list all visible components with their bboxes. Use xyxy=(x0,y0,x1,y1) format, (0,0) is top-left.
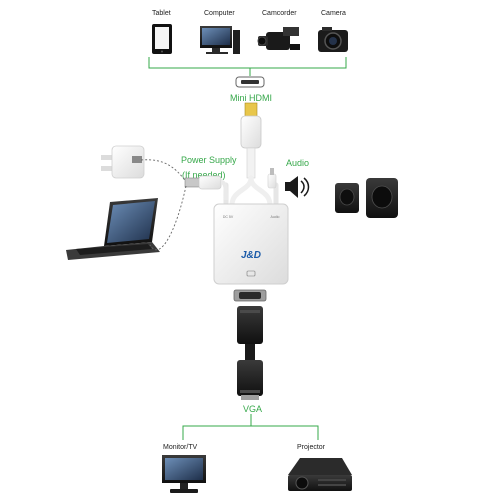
vga-port-icon xyxy=(233,289,267,302)
power-supply-label: Power Supply xyxy=(181,155,237,165)
camcorder-icon xyxy=(257,27,300,50)
tablet-label: Tablet xyxy=(152,10,171,17)
speaker-sound-icon xyxy=(285,176,310,198)
desktop-computer-icon xyxy=(200,26,240,54)
camera-label: Camera xyxy=(321,10,346,17)
if-needed-label: (If needed) xyxy=(182,170,226,180)
tablet-icon xyxy=(152,24,172,54)
vga-cable xyxy=(237,306,263,400)
audio-plug xyxy=(267,168,277,189)
camcorder-label: Camcorder xyxy=(262,10,297,17)
mini-hdmi-port-icon xyxy=(235,76,265,88)
vga-label: VGA xyxy=(243,404,263,414)
wall-charger-icon xyxy=(101,145,145,179)
speakers-icon xyxy=(335,178,398,218)
power-cable-dashed xyxy=(140,159,187,251)
monitor-icon xyxy=(162,455,206,493)
camera-icon xyxy=(318,27,348,52)
port-right-label: Audio xyxy=(271,215,280,219)
projector-icon xyxy=(288,458,352,491)
mini-hdmi-plug xyxy=(240,102,262,179)
computer-label: Computer xyxy=(204,10,235,17)
bottom-bracket-line xyxy=(182,414,319,440)
audio-label: Audio xyxy=(286,158,310,168)
monitor-tv-label: Monitor/TV xyxy=(163,444,198,451)
mini-hdmi-label: Mini HDMI xyxy=(230,93,272,103)
top-bracket-line xyxy=(148,57,347,76)
usb-plug xyxy=(184,175,228,201)
port-left-label: DC 5V xyxy=(223,215,234,219)
brand-logo: J&D xyxy=(241,250,261,261)
projector-label: Projector xyxy=(297,444,326,451)
adapter-box: DC 5V Audio J&D xyxy=(213,203,289,285)
laptop-icon xyxy=(66,198,160,260)
